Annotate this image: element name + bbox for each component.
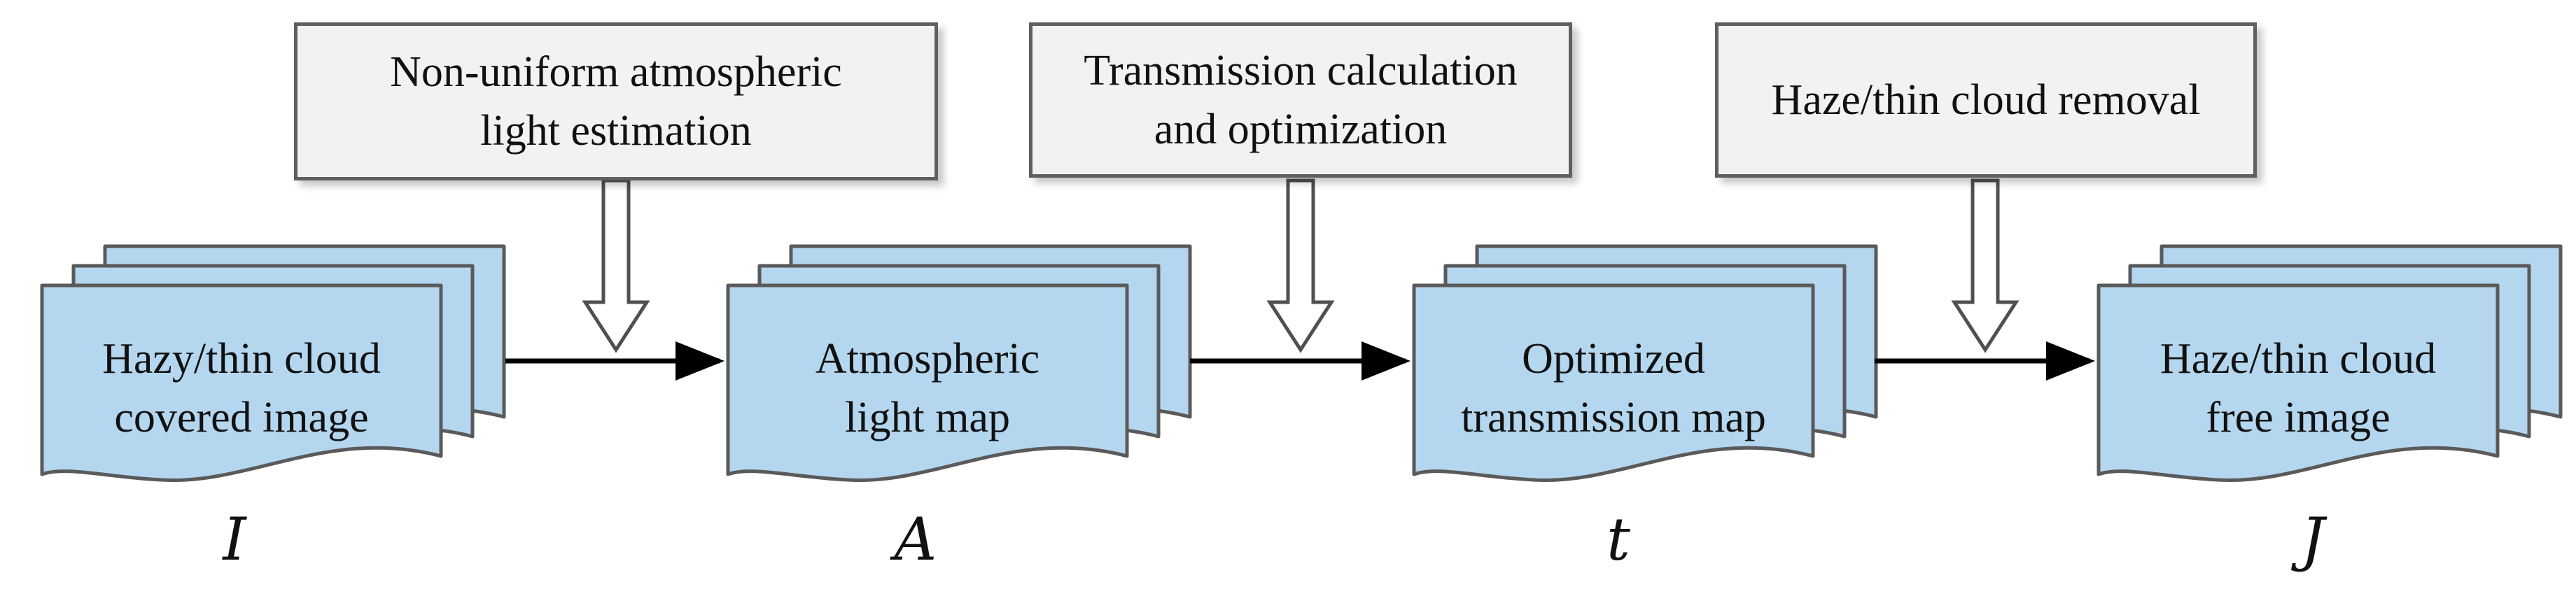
document-stack-hazy-image [40, 244, 506, 483]
stage-label-hazy-image: Hazy/thin cloud covered image [102, 335, 381, 441]
down-arrow-icon-2 [1266, 178, 1335, 353]
document-stack-transmission-map [1412, 244, 1878, 483]
symbol-t: t [1606, 505, 1630, 574]
down-arrow-icon-1 [582, 178, 650, 353]
document-page-3 [40, 283, 443, 483]
step-box-atmospheric-light-estimation: Non-uniform atmospheric light estimation [294, 22, 938, 180]
document-stack-haze-free-image [2096, 244, 2563, 483]
step-label-transmission-optimization: Transmission calculation and optimizatio… [1084, 47, 1518, 153]
stage-label-transmission-map: Optimized transmission map [1461, 335, 1766, 441]
document-stack-atmospheric-light-map [726, 244, 1192, 483]
step-box-transmission-optimization: Transmission calculation and optimizatio… [1029, 22, 1572, 178]
step-label-atmospheric-light-estimation: Non-uniform atmospheric light estimation [390, 48, 842, 155]
symbol-I: I [223, 505, 246, 574]
step-label-haze-removal: Haze/thin cloud removal [1771, 76, 2201, 124]
down-arrow-icon-3 [1951, 178, 2019, 353]
stage-label-haze-free-image: Haze/thin cloud free image [2160, 335, 2437, 441]
stage-label-atmospheric-light-map: Atmospheric light map [815, 335, 1040, 441]
document-page-3 [726, 283, 1129, 483]
symbol-J: J [2301, 505, 2325, 574]
symbol-A: A [894, 505, 937, 574]
step-box-haze-removal: Haze/thin cloud removal [1715, 22, 2257, 178]
document-page-3 [2096, 283, 2500, 483]
document-page-3 [1412, 283, 1815, 483]
